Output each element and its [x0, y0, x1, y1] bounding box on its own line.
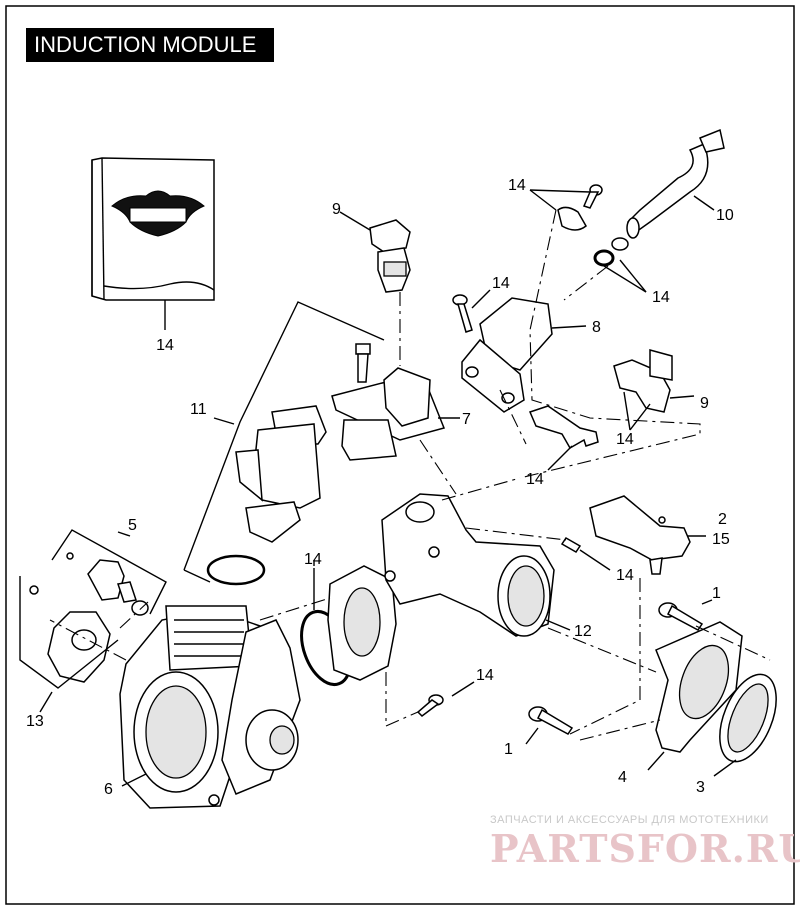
page-title: INDUCTION MODULE: [26, 28, 274, 62]
callout-14-injector: 14: [616, 431, 634, 448]
screw-top-right: [582, 184, 603, 209]
callout-6: 6: [104, 781, 113, 798]
washer-ring: [611, 237, 629, 251]
part-13-intake-manifold: [327, 493, 555, 681]
part-7-adapter: [331, 367, 446, 461]
callout-4: 4: [618, 769, 627, 786]
part-3-gasket-seal: [719, 673, 777, 763]
callout-1-lower: 1: [504, 741, 513, 758]
callout-9-upper: 9: [332, 201, 341, 218]
screw-lower-14: [416, 694, 444, 717]
harley-davidson-logo: [111, 190, 205, 237]
washer-plate: [557, 206, 587, 231]
bracket-5: [51, 529, 167, 615]
assembly-line-3: [499, 389, 527, 445]
callout-14-kit: 14: [156, 337, 174, 354]
bracket-11: [183, 301, 385, 571]
callout-14-screw: 14: [492, 275, 510, 292]
part-10-fuel-hose: [626, 128, 725, 239]
assembly-line-7: [465, 527, 567, 541]
part-12-throttle-position-sensor: [29, 585, 111, 683]
callout-10: 10: [716, 207, 734, 224]
assembly-line-6: [441, 477, 521, 501]
watermark-tagline: ЗАПЧАСТИ И АКСЕССУАРЫ ДЛЯ МОТОТЕХНИКИ: [490, 814, 769, 826]
callout-8: 8: [592, 319, 601, 336]
callout-9-lower: 9: [700, 395, 709, 412]
callout-14-map: 14: [616, 567, 634, 584]
assembly-line-5: [419, 439, 457, 495]
callout-14-top: 14: [508, 177, 526, 194]
page-border: [5, 5, 795, 905]
screw-7: [355, 343, 371, 383]
part-5-sensor: [66, 552, 149, 616]
part-1-screw-lower: [528, 706, 574, 735]
gasket-kit-box: [91, 157, 215, 301]
callout-14-ring: 14: [304, 551, 322, 568]
assembly-line-12: [579, 719, 661, 741]
part-1-screw-upper: [658, 602, 704, 631]
part-6-throttle-body: [119, 605, 301, 809]
watermark-site-logo: PARTSFOR.RU: [490, 826, 800, 871]
callout-3: 3: [696, 779, 705, 796]
callout-15: 15: [712, 531, 730, 548]
callout-12: 13: [26, 713, 44, 730]
callout-5: 5: [128, 517, 137, 534]
part-2-map-sensor: [589, 495, 691, 575]
bracket-12: [19, 576, 119, 689]
assembly-line-8: [569, 578, 641, 735]
part-4-flange: [655, 621, 743, 753]
o-ring: [593, 249, 615, 267]
callout-13: 12: [574, 623, 592, 640]
assembly-line-15: [119, 601, 149, 629]
assembly-line-10: [385, 672, 419, 727]
assembly-line-9: [695, 625, 771, 661]
callout-1-upper: 1: [712, 585, 721, 602]
part-8-bracket: [461, 297, 553, 413]
part-11-idle-air-control: [206, 405, 327, 586]
callout-2: 2: [718, 511, 727, 528]
assembly-line-4: [563, 265, 609, 301]
assembly-line-1: [519, 209, 701, 479]
callout-7: 7: [462, 411, 471, 428]
callout-14-clip: 14: [526, 471, 544, 488]
assembly-line-13: [259, 597, 331, 621]
screw-8: [452, 294, 473, 333]
clip-part: [528, 405, 599, 450]
part-9-fuel-injector-upper: [369, 219, 411, 293]
callout-11: 11: [190, 401, 207, 418]
screw-near-2: [560, 537, 582, 553]
assembly-line-11: [547, 627, 657, 673]
callout-14-lower: 14: [476, 667, 494, 684]
part-9-fuel-injector-lower: [613, 349, 673, 413]
callout-14-oring: 14: [652, 289, 670, 306]
